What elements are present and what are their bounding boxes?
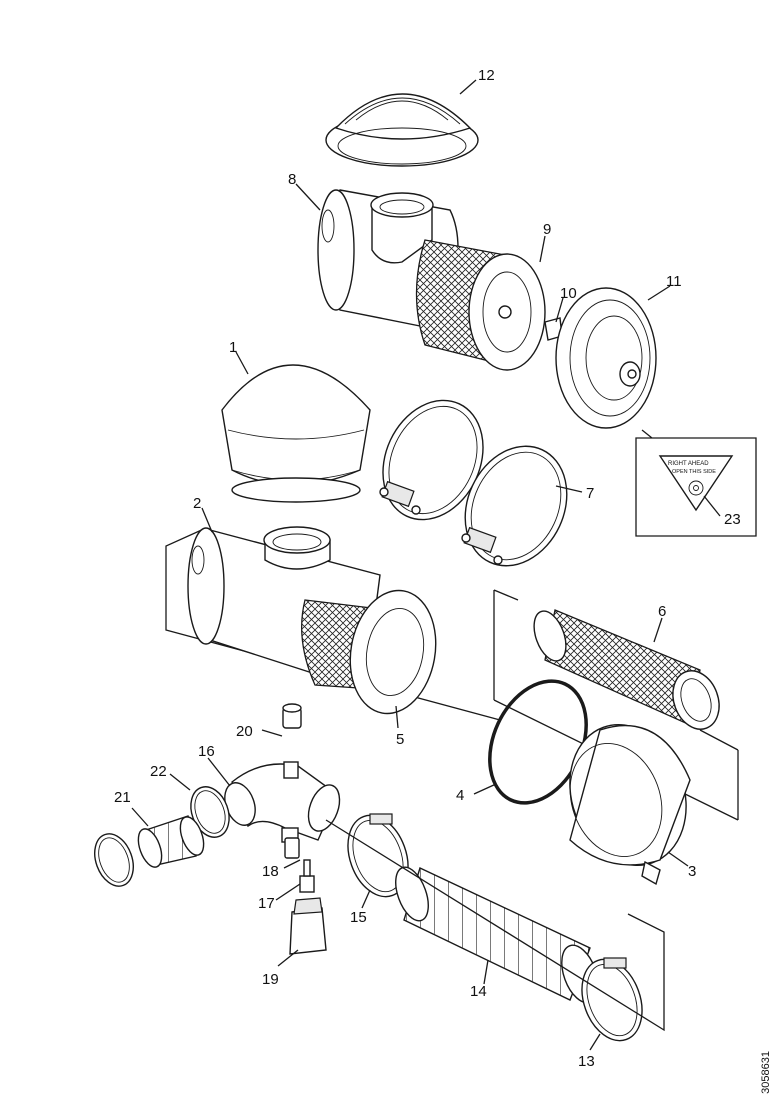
short-hose	[137, 815, 205, 868]
callout-20: 20	[236, 723, 253, 740]
leader-lines	[131, 79, 721, 1051]
callout-13: 13	[578, 1053, 595, 1070]
callout-8: 8	[288, 171, 296, 188]
decal-line-2: OPEN THIS SIDE	[672, 469, 716, 475]
callout-3: 3	[688, 863, 696, 880]
hose-clamp-large	[581, 957, 643, 1042]
filter-element-lower	[301, 589, 437, 715]
vacuator-valve	[289, 897, 327, 955]
tee-elbow-fitting	[224, 761, 341, 843]
callout-18: 18	[262, 863, 279, 880]
flexible-intake-hose	[395, 866, 599, 1004]
dust-cup-cover	[555, 287, 657, 429]
callout-2: 2	[193, 495, 201, 512]
rain-cap-upper	[325, 93, 479, 167]
callout-4: 4	[456, 787, 464, 804]
callout-9: 9	[543, 221, 551, 238]
rain-cap-lower	[221, 364, 371, 503]
callout-10: 10	[560, 285, 577, 302]
callout-19: 19	[262, 971, 279, 988]
callout-17: 17	[258, 895, 275, 912]
warning-decal-detail: RIGHT AHEAD OPEN THIS SIDE	[635, 429, 757, 537]
callout-16: 16	[198, 743, 215, 760]
clamp-band-b	[461, 445, 568, 567]
callout-23: 23	[724, 511, 741, 528]
check-valve	[299, 859, 315, 893]
callout-1: 1	[229, 339, 237, 356]
callout-6: 6	[658, 603, 666, 620]
assembly-frame-lower	[325, 819, 665, 1032]
hose-adapter	[284, 837, 300, 859]
callout-15: 15	[350, 909, 367, 926]
callout-11: 11	[666, 273, 682, 290]
hose-clamp-end	[94, 833, 134, 887]
vacuator-cap	[282, 703, 302, 729]
callout-21: 21	[114, 789, 131, 806]
decal-line-1: RIGHT AHEAD	[668, 461, 709, 467]
dust-cup	[569, 723, 691, 886]
filter-element-upper	[415, 239, 546, 371]
callout-12: 12	[478, 67, 495, 84]
hose-clamp-mid	[347, 813, 409, 898]
callout-14: 14	[470, 983, 487, 1000]
safety-filter-element	[533, 609, 720, 730]
clamp-band-a	[379, 399, 484, 521]
drawing-reference-number: 3058631	[760, 1051, 772, 1094]
callout-5: 5	[396, 731, 404, 748]
callout-7: 7	[586, 485, 594, 502]
hose-clamp-small	[190, 786, 230, 838]
callout-labels: 1 2 3 4 5 6 7 8 9 10 11 12 13 14 15 16 1…	[114, 67, 741, 1070]
reference-code-text: 3058631	[760, 1051, 772, 1094]
callout-22: 22	[150, 763, 167, 780]
